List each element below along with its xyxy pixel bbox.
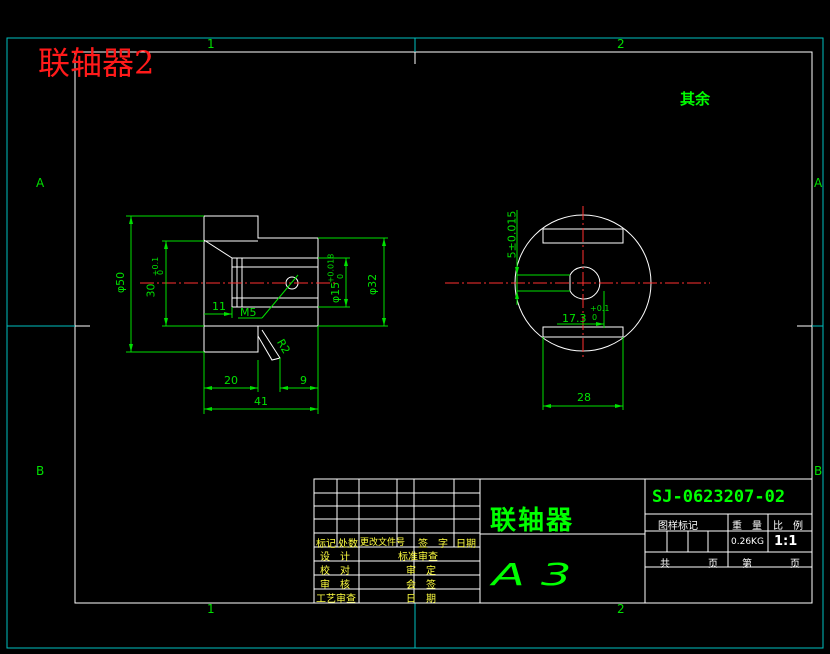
tb-date2: 日 期 <box>406 594 436 605</box>
surface-roughness-note: 其余 <box>680 90 711 108</box>
tb-weight: 重 量 <box>732 521 762 532</box>
dim-20: 20 <box>224 374 238 387</box>
part-name: 联轴器 <box>490 506 575 536</box>
dim-phi32: φ32 <box>366 273 380 296</box>
front-view <box>203 215 319 361</box>
zone-row-a-left: A <box>36 176 45 190</box>
inner-frame <box>74 51 813 604</box>
dim-phi15-tol-lower: 0 <box>336 273 346 280</box>
dim-30: 30 <box>144 283 158 298</box>
side-arrows <box>515 267 623 408</box>
sheet-size: A3 <box>492 558 588 593</box>
front-arrows <box>129 216 386 411</box>
tb-design: 设 计 <box>320 552 350 563</box>
drawing-number: SJ-0623207-02 <box>652 487 786 507</box>
dim-17-3-tol-upper: +0.1 <box>590 304 610 313</box>
zone-row-b-left: B <box>36 464 45 478</box>
tb-draw: 校 对 <box>320 566 350 577</box>
dim-17-3-tol-lower: 0 <box>592 313 598 322</box>
tb-review: 审 核 <box>320 580 350 591</box>
zone-row-a-right: A <box>814 176 823 190</box>
dim-phi15-tol-upper: +0.018 <box>326 253 336 284</box>
tb-mark: 标记 <box>316 539 336 550</box>
tb-process: 工艺审查 <box>316 594 356 605</box>
zone-col-1-top: 1 <box>207 37 215 51</box>
tb-sheet-unit: 页 <box>790 559 800 570</box>
tb-date: 日期 <box>456 539 476 550</box>
zone-col-1-bottom: 1 <box>207 602 215 616</box>
tb-scale-value: 1:1 <box>774 534 798 549</box>
dim-phi15: φ15 <box>329 281 343 304</box>
dim-17-3: 17.3 <box>562 312 587 325</box>
tb-sheets: 页 <box>708 559 718 570</box>
front-outline <box>203 215 319 353</box>
dim-28: 28 <box>577 391 591 404</box>
dim-m5: M5 <box>240 306 257 319</box>
dim-30-tol-lower: 0 <box>156 269 166 276</box>
tb-signature: 签 字 <box>418 539 448 550</box>
dim-phi50: φ50 <box>114 271 128 294</box>
dim-keyway-5: 5±0.015 <box>505 210 519 259</box>
side-dimensions <box>516 210 624 410</box>
dim-9: 9 <box>300 374 307 387</box>
tb-check: 会 签 <box>406 580 436 591</box>
title-block-lines <box>313 478 813 604</box>
drawing-title: 联轴器2 <box>38 44 155 82</box>
dim-11: 11 <box>212 300 226 313</box>
tb-change-doc: 更改文件号 <box>360 538 406 548</box>
tb-sheet-no: 第 <box>742 559 752 570</box>
tb-audit: 审 定 <box>406 566 436 577</box>
zone-col-2-top: 2 <box>617 37 625 51</box>
zone-col-2-bottom: 2 <box>617 602 625 616</box>
tb-scale: 比 例 <box>773 521 803 532</box>
tb-weight-value: 0.26KG <box>731 537 764 547</box>
front-dimensions <box>126 215 388 414</box>
dim-41: 41 <box>254 395 268 408</box>
tb-stage-mark: 图样标记 <box>658 521 698 532</box>
tb-count: 处数 <box>338 539 358 550</box>
tb-std-review: 标准审查 <box>398 552 438 563</box>
zone-row-b-right: B <box>814 464 823 478</box>
tb-total: 共 <box>660 559 670 570</box>
